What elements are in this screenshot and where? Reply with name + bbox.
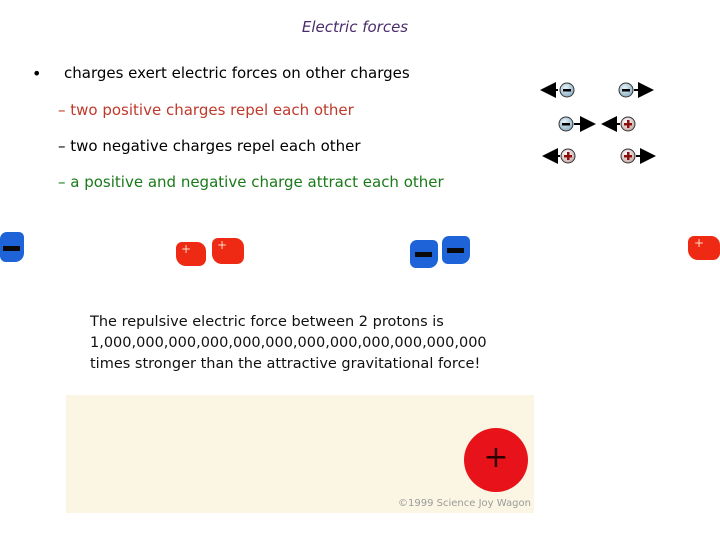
positive-charge-1: + xyxy=(176,242,206,266)
positive-charge-right: + xyxy=(688,236,720,260)
attract-diagram xyxy=(558,116,636,132)
negative-charge-1 xyxy=(410,240,438,268)
plus-sign: + xyxy=(217,238,228,252)
plus-sign: + xyxy=(694,236,705,250)
negative-charge-2 xyxy=(442,236,470,264)
animation-panel xyxy=(66,395,534,513)
positive-charge-2: + xyxy=(212,238,244,264)
positive-repel-diagram xyxy=(542,148,656,164)
fact-line-2: 1,000,000,000,000,000,000,000,000,000,00… xyxy=(90,335,487,351)
fact-line-3: times stronger than the attractive gravi… xyxy=(90,356,481,372)
proton: + xyxy=(464,428,528,492)
negative-repel-diagram xyxy=(540,82,654,98)
bullet-negative-repel: – two negative charges repel each other xyxy=(58,137,361,155)
fact-text: The repulsive electric force between 2 p… xyxy=(90,312,510,375)
fact-line-1: The repulsive electric force between 2 p… xyxy=(90,314,444,330)
bullet-main: charges exert electric forces on other c… xyxy=(64,64,410,82)
bullet-attract: – a positive and negative charge attract… xyxy=(58,173,444,191)
bullet-positive-repel: – two positive charges repel each other xyxy=(58,101,354,119)
negative-charge-left xyxy=(0,232,24,262)
plus-sign: + xyxy=(181,242,192,256)
bullet-dot: • xyxy=(32,64,42,83)
force-diagrams xyxy=(540,82,656,164)
slide-title: Electric forces xyxy=(301,18,409,36)
copyright-text: ©1999 Science Joy Wagon xyxy=(398,498,531,509)
